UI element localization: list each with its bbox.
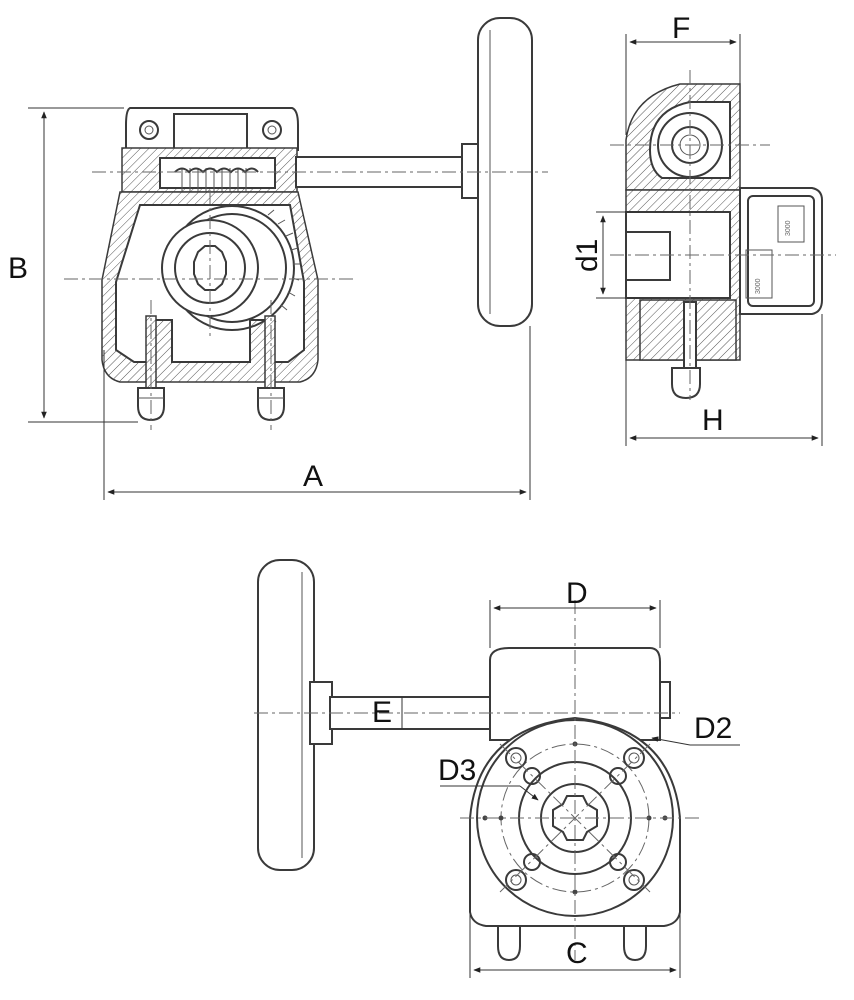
dimension-label-d1: d1 — [571, 239, 604, 272]
dimension-label-b: B — [8, 252, 28, 285]
dimension-label-f: F — [672, 12, 690, 45]
bottom-flange-view — [254, 559, 740, 978]
dimension-label-d: D — [566, 577, 588, 610]
dimension-label-d3: D3 — [438, 754, 476, 787]
flange-bolt-holes — [505, 747, 645, 891]
front-section-view — [28, 17, 548, 500]
dimension-label-d2: D2 — [694, 712, 732, 745]
dimension-label-h: H — [702, 404, 724, 437]
dimension-label-c: C — [566, 937, 588, 970]
svg-text:3000: 3000 — [755, 278, 762, 294]
dimension-label-a: A — [303, 460, 323, 493]
side-section-view: 3000 3000 — [596, 34, 836, 446]
dimension-label-e: E — [372, 696, 392, 729]
svg-text:3000: 3000 — [785, 220, 792, 236]
